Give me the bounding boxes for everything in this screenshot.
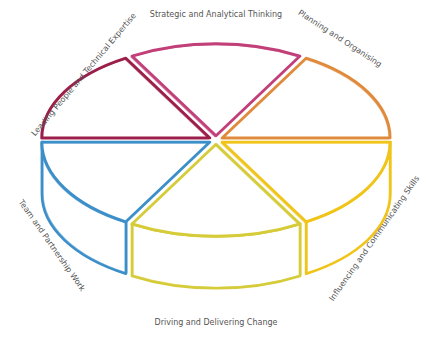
segment-label: Strategic and Analytical Thinking: [150, 10, 282, 19]
pie-segment: [132, 144, 300, 236]
sketch-stroke: [131, 145, 299, 237]
segment-label: Driving and Delivering Change: [155, 318, 278, 327]
